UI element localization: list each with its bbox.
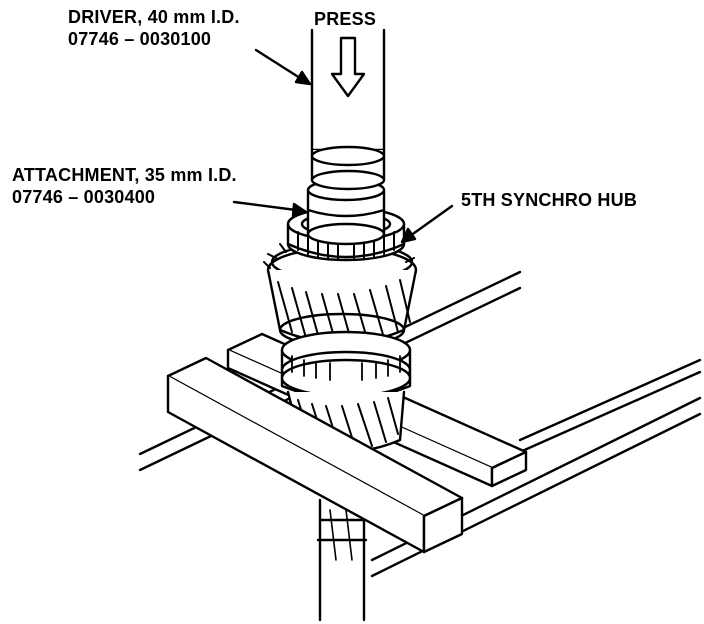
press-arrow-icon [330,36,366,98]
driver-name: DRIVER, 40 mm I.D. [68,7,240,27]
driver-label: DRIVER, 40 mm I.D. 07746 – 0030100 [68,6,240,50]
front-wood-block [166,356,464,554]
middle-synchro-ring [280,330,412,401]
press-label: PRESS [314,9,377,29]
leader-arrows [232,48,454,244]
lower-shaft [316,498,368,622]
gear-cluster [263,206,418,453]
helical-gear [263,236,418,348]
attachment-part-number: 07746 – 0030400 [12,187,156,207]
driver-part-number: 07746 – 0030100 [68,29,212,49]
attachment-label: ATTACHMENT, 35 mm I.D. 07746 – 0030400 [12,164,237,208]
synchro-hub-label: 5TH SYNCHRO HUB [461,190,638,210]
attachment-name: ATTACHMENT, 35 mm I.D. [12,165,237,185]
